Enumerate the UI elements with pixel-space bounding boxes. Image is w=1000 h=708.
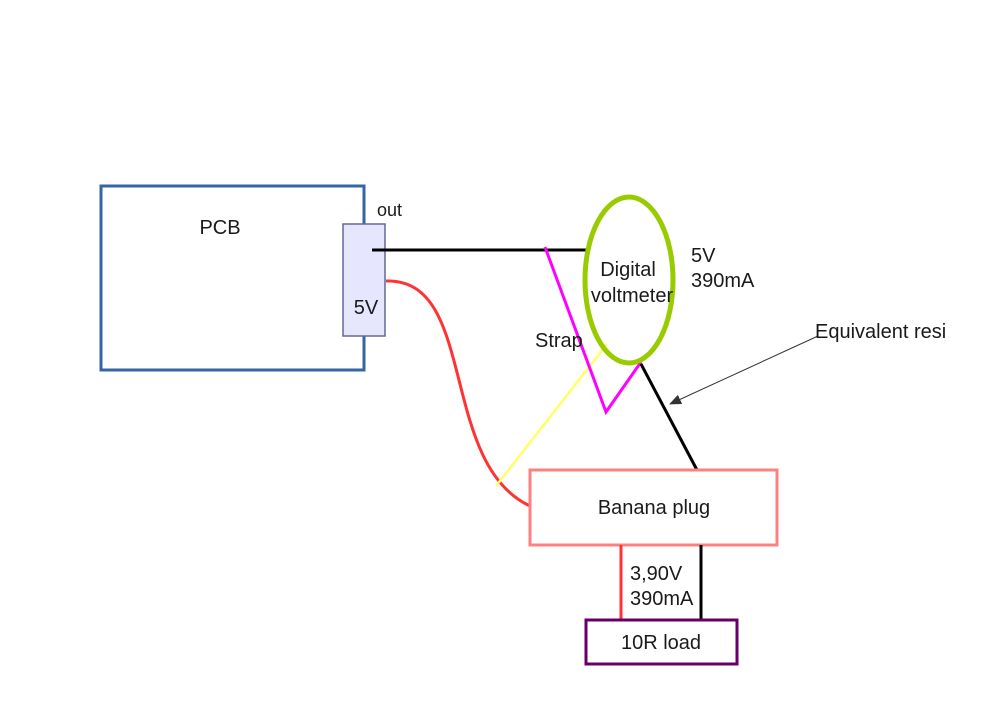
load-label: 10R load — [621, 632, 701, 654]
connector-voltage-label: 5V — [354, 297, 379, 319]
out-label: out — [377, 200, 402, 220]
load-voltage-label: 3,90V — [630, 563, 683, 585]
strap-wire — [543, 246, 643, 416]
meter-current-label: 390mA — [691, 270, 755, 292]
output-connector — [342, 223, 386, 337]
yellow-strap-line — [495, 343, 608, 487]
black-wire-meter-to-banana — [639, 363, 699, 471]
banana-plug-box — [528, 468, 779, 547]
load-box — [584, 618, 739, 666]
pcb-box — [99, 184, 366, 372]
banana-plug-label: Banana plug — [598, 497, 710, 519]
voltmeter-label-line2: voltmeter — [591, 285, 674, 307]
pcb-label: PCB — [199, 217, 240, 239]
load-current-label: 390mA — [630, 588, 694, 610]
equivalent-label: Equivalent resi — [815, 321, 946, 343]
red-wire-to-banana — [385, 279, 531, 508]
voltmeter-label-line1: Digital — [600, 259, 656, 281]
voltmeter-ring — [582, 194, 676, 366]
strap-label: Strap — [535, 330, 583, 352]
meter-voltage-label: 5V — [691, 245, 716, 267]
equivalent-arrow — [669, 335, 819, 405]
